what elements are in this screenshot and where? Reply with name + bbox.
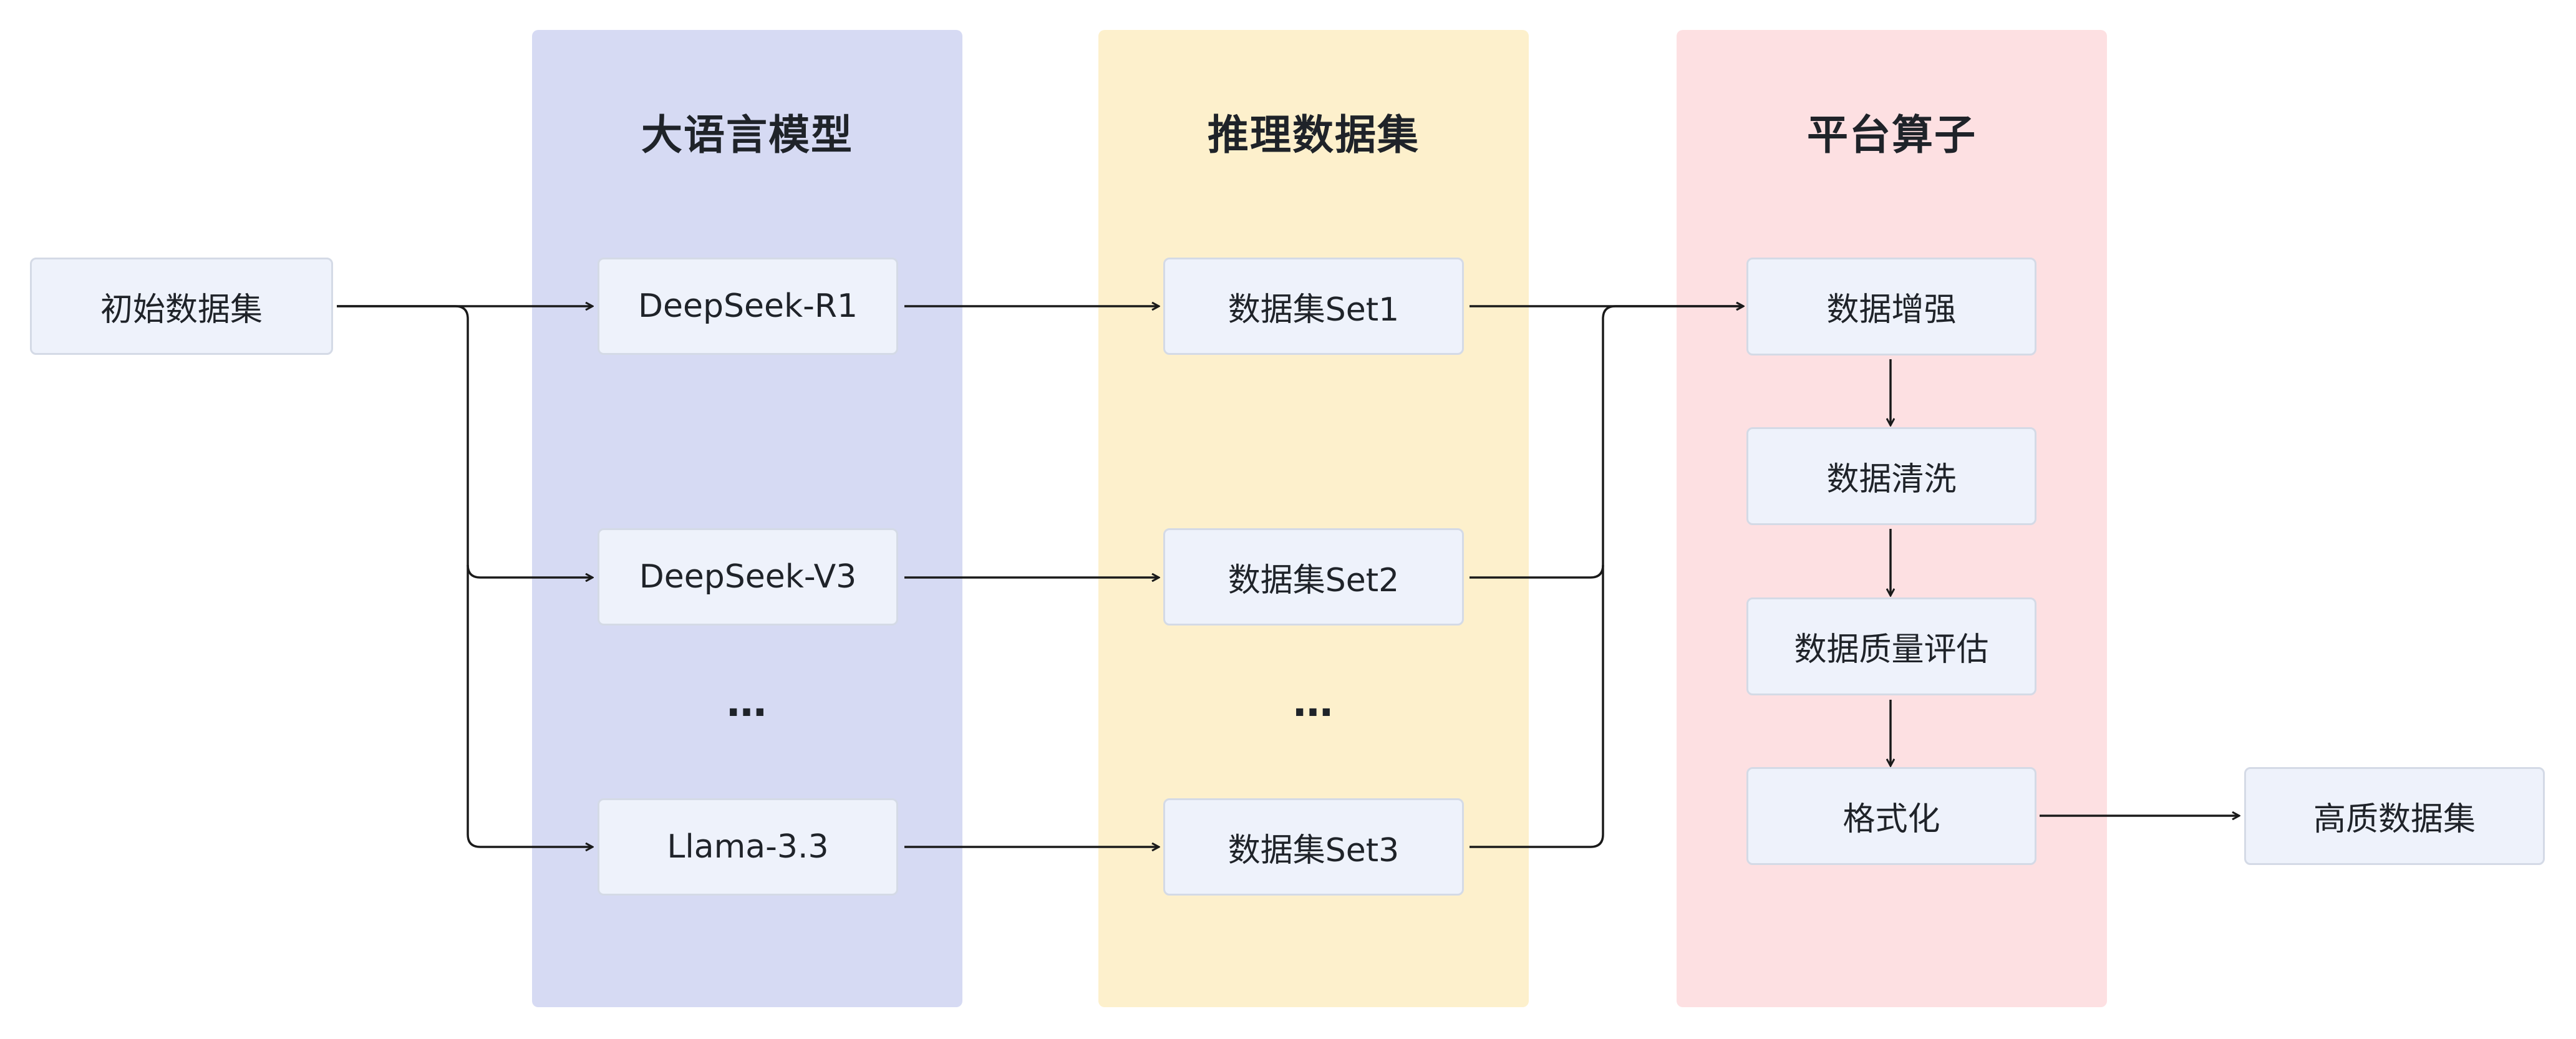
llm-panel-title: 大语言模型	[641, 111, 853, 159]
dataset-panel-title: 推理数据集	[1208, 111, 1420, 159]
node-augment: 数据增强	[1746, 258, 2036, 355]
edge-initial-to-v3	[337, 305, 593, 577]
node-set3: 数据集Set3	[1163, 798, 1464, 896]
dataset-ellipsis: …	[1293, 680, 1334, 726]
node-quality-eval: 数据质量评估	[1746, 597, 2036, 695]
llm-ellipsis: …	[727, 680, 768, 726]
node-deepseek-v3: DeepSeek-V3	[598, 528, 898, 626]
edge-set3-to-augment	[1470, 565, 1604, 848]
node-format: 格式化	[1746, 767, 2036, 865]
node-clean: 数据清洗	[1746, 427, 2036, 525]
node-high-quality-dataset: 高质数据集	[2244, 767, 2545, 865]
node-deepseek-r1: DeepSeek-R1	[598, 258, 898, 355]
operator-panel-title: 平台算子	[1807, 111, 1977, 159]
node-set2: 数据集Set2	[1163, 528, 1464, 626]
node-set1: 数据集Set1	[1163, 258, 1464, 355]
node-initial-dataset: 初始数据集	[30, 258, 333, 355]
edge-initial-to-llama	[467, 565, 593, 847]
edge-set2-to-augment	[1470, 306, 1743, 579]
node-llama: Llama-3.3	[598, 798, 898, 896]
